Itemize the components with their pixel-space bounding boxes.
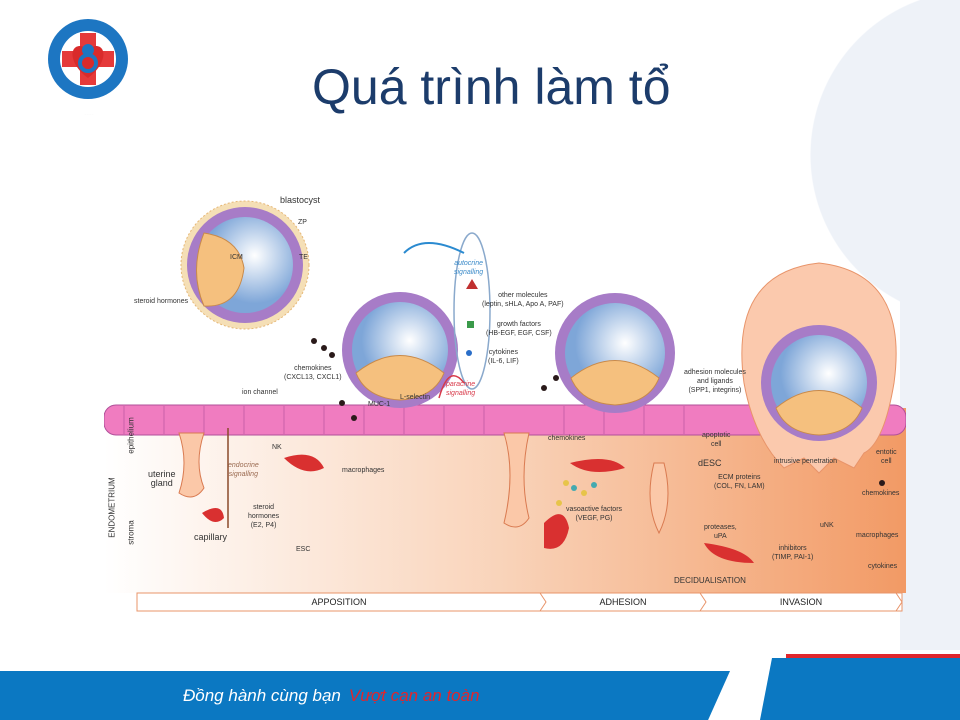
label-epithelium: epithelium <box>126 417 136 454</box>
label-desc: dESC <box>698 458 722 468</box>
blastocyst-invasion <box>741 262 897 474</box>
hospital-logo <box>48 19 128 99</box>
label-proteases: proteases,uPA <box>704 524 737 540</box>
blastocyst-apposition <box>342 292 458 408</box>
autocrine-arrow <box>403 242 465 254</box>
label-cytokines-invasion: cytokines <box>868 563 898 570</box>
chemokine-dots <box>311 338 885 486</box>
vasoactive-dots-teal <box>571 482 597 491</box>
cytokine-mark <box>466 350 472 356</box>
label-inhibitors: inhibitors(TIMP, PAI-1) <box>772 545 814 561</box>
label-muc1: MUC-1 <box>368 401 391 408</box>
other-molecule-mark <box>466 279 478 289</box>
label-macrophages-invasion: macrophages <box>856 532 899 539</box>
label-chemokines-invasion: chemokines <box>862 490 900 497</box>
label-ion-channel: ion channel <box>242 389 278 396</box>
growth-factor-mark <box>467 321 474 328</box>
secreted-factors-ellipse <box>453 232 491 390</box>
capillaries <box>202 454 754 563</box>
label-decidualisation: DECIDUALISATION <box>674 576 746 585</box>
label-icm: ICM <box>230 254 243 261</box>
footer-slogan: Đồng hành cùng bạn Vượt cạn an toàn <box>183 686 480 706</box>
label-unk: uNK <box>820 522 834 529</box>
uterine-gland <box>649 462 669 535</box>
phase-invasion: INVASION <box>779 597 823 607</box>
phase-adhesion: ADHESION <box>599 597 647 607</box>
label-steroid-hormones: steroid hormones <box>134 298 189 305</box>
diagram-artwork <box>104 200 906 612</box>
label-chemokines-adhesion: chemokines <box>548 435 586 442</box>
phase-chevrons <box>539 592 903 612</box>
label-chemokines: chemokines(CXCL13, CXCL1) <box>284 365 342 381</box>
label-vasoactive: vasoactive factors(VEGF, PG) <box>566 506 623 522</box>
slogan-accent: Vượt cạn an toàn <box>348 686 480 705</box>
blastocyst-free <box>180 200 310 330</box>
label-l-selectin: L-selectin <box>400 394 430 401</box>
label-other-molecules: other molecules(leptin, sHLA, Apo A, PAF… <box>482 292 564 308</box>
uterine-gland <box>178 432 205 498</box>
blastocyst-adhesion <box>555 293 675 413</box>
vasoactive-dots <box>556 480 587 506</box>
label-esc: ESC <box>296 546 311 553</box>
label-nk: NK <box>272 444 282 451</box>
footer-red-stripe <box>786 654 960 659</box>
phase-apposition: APPOSITION <box>311 597 367 607</box>
footer-right-block <box>760 658 960 720</box>
paracrine-arrow <box>438 375 465 399</box>
label-intrusive-penetration: intrusive penetration <box>774 458 838 465</box>
label-growth-factors: growth factors(HB-EGF, EGF, CSF) <box>486 321 552 337</box>
slogan-main: Đồng hành cùng bạn <box>183 686 341 705</box>
uterine-gland <box>503 432 530 528</box>
decorative-band <box>900 230 960 650</box>
label-cytokines: cytokines(IL-6, LIF) <box>488 349 519 365</box>
label-blastocyst: blastocyst <box>280 195 321 205</box>
label-ecm-proteins: ECM proteins(COL, FN, LAM) <box>714 474 765 490</box>
footer-bar <box>0 671 730 720</box>
label-stroma: stroma <box>126 520 136 545</box>
label-zp: ZP <box>298 219 307 226</box>
implantation-diagram: blastocyst ZP TE ICM steroid hormones au… <box>104 193 906 614</box>
label-capillary: capillary <box>194 532 228 542</box>
label-macrophages: macrophages <box>342 467 385 474</box>
label-endometrium: ENDOMETRIUM <box>107 477 117 538</box>
label-te: TE <box>299 254 308 261</box>
slide-title: Quá trình làm tổ <box>312 59 671 115</box>
